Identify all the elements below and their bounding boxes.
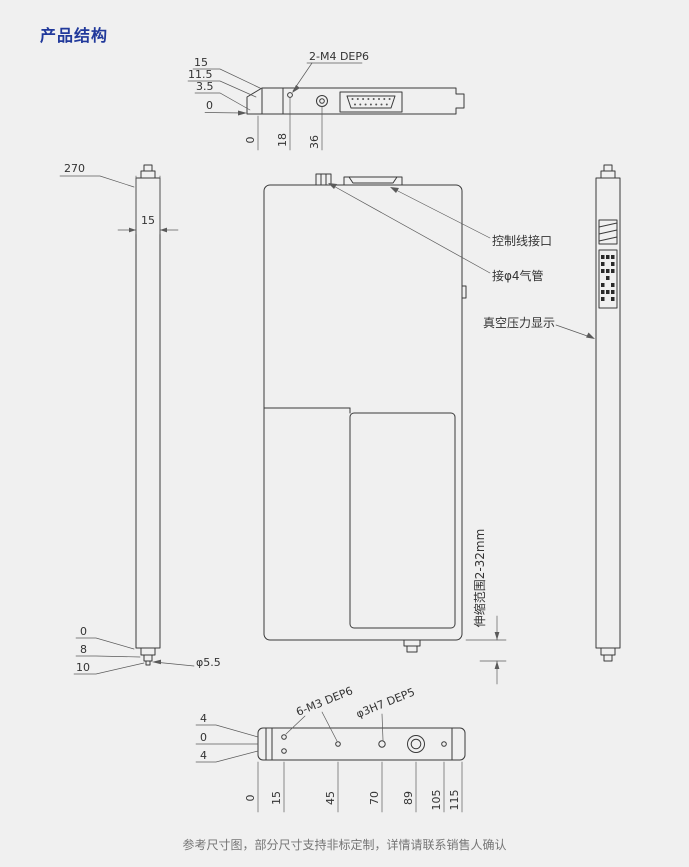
top-bdim-18: 18 (276, 133, 289, 147)
callout-control-connector: 控制线接口 (492, 233, 552, 248)
front-view-body (263, 184, 463, 641)
pressure-display-window (598, 249, 618, 309)
bottom-bdim-105: 105 (430, 790, 443, 811)
dsub-connector-front (343, 176, 403, 186)
dowel-hole (378, 740, 386, 748)
display-connector (598, 219, 618, 245)
page-title: 产品结构 (40, 26, 109, 45)
top-view-dim-lines (187, 62, 363, 151)
bottom-bdim-70: 70 (368, 791, 381, 805)
bottom-dowel-label: φ3H7 DEP5 (354, 685, 416, 720)
bottom-view-body (257, 727, 466, 761)
left-dim-15: 15 (141, 214, 155, 227)
left-side-view: 270 15 0 8 10 φ5.5 (59, 162, 221, 675)
top-bdim-0: 0 (244, 137, 257, 144)
right-side-view (595, 164, 621, 662)
bottom-ldim-4b: 4 (200, 749, 207, 762)
m3-hole (281, 734, 287, 740)
top-view-body (246, 87, 465, 115)
front-view-callout-lines (329, 183, 594, 685)
m3-hole (335, 741, 341, 747)
air-fitting-front (315, 173, 332, 186)
left-bdim-8: 8 (80, 643, 87, 656)
display-pixels (601, 255, 615, 301)
front-view: 控制线接口 接φ4气管 真空压力显示 伸缩范围2-32mm (263, 173, 595, 685)
pad-tip (145, 660, 151, 666)
bottom-thread-label: 6-M3 DEP6 (294, 684, 355, 719)
top-dim-15: 15 (194, 56, 208, 69)
bottom-bdim-0: 0 (244, 795, 257, 802)
callout-vacuum-display: 真空压力显示 (483, 316, 555, 330)
vacuum-port (407, 735, 425, 753)
m3-hole (281, 748, 287, 754)
bottom-view: 6-M3 DEP6 φ3H7 DEP5 4 0 4 0 15 45 70 89 … (195, 684, 466, 813)
bottom-ldim-4a: 4 (200, 712, 207, 725)
dsub-connector-top (339, 91, 403, 113)
air-fitting-top (316, 95, 328, 107)
left-dim-270: 270 (64, 162, 85, 175)
bottom-ldim-0: 0 (200, 731, 207, 744)
dsub-pins (351, 98, 391, 106)
footer-note: 参考尺寸图，部分尺寸支持非标定制，详情请联系销售人确认 (182, 838, 507, 852)
left-bdim-10: 10 (76, 661, 90, 674)
bottom-bdim-115: 115 (448, 790, 461, 811)
stroke-range-label: 伸缩范围2-32mm (472, 529, 487, 628)
left-bdim-0: 0 (80, 625, 87, 638)
bottom-view-dim-lines (195, 711, 463, 813)
bottom-bdim-89: 89 (402, 791, 415, 805)
m3-hole (441, 741, 447, 747)
m4-hole (287, 92, 293, 98)
tip-diameter-label: φ5.5 (196, 656, 221, 669)
left-view-body (135, 177, 161, 649)
slide-plate (349, 412, 456, 629)
top-dim-3-5: 3.5 (196, 80, 214, 93)
top-dim-11-5: 11.5 (188, 68, 213, 81)
callout-air-tube: 接φ4气管 (492, 268, 544, 283)
top-bdim-36: 36 (308, 135, 321, 149)
side-nub (461, 285, 467, 299)
top-view: 15 11.5 3.5 0 2-M4 DEP6 0 18 36 (187, 50, 465, 151)
top-dim-0: 0 (206, 99, 213, 112)
bottom-bdim-45: 45 (324, 791, 337, 805)
right-view-body (595, 177, 621, 649)
bottom-bdim-15: 15 (270, 791, 283, 805)
top-hole-label: 2-M4 DEP6 (309, 50, 369, 63)
left-view-dim-lines (59, 175, 195, 675)
